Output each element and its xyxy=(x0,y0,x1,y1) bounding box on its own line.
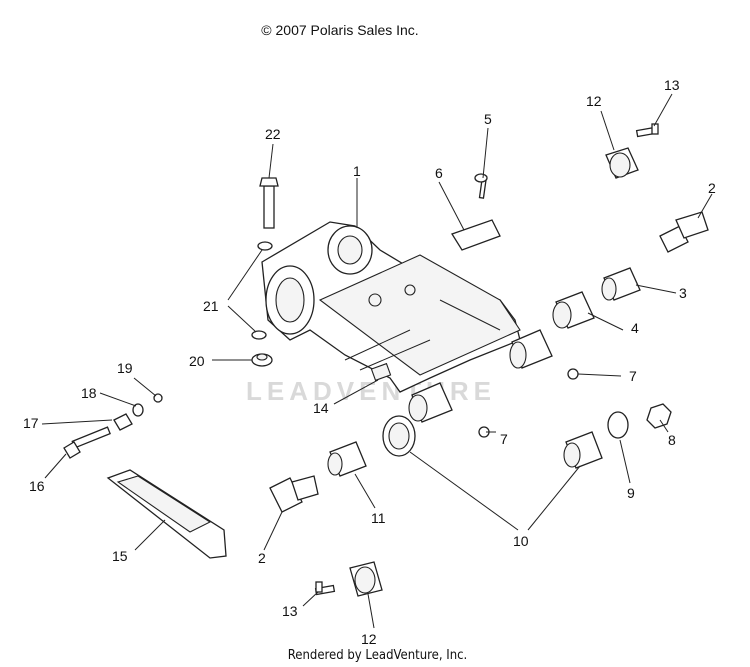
callout-10: 10 xyxy=(513,533,529,549)
leader-lines xyxy=(41,93,713,629)
callout-18: 18 xyxy=(81,385,97,401)
callout-3: 3 xyxy=(679,285,687,301)
callout-17: 17 xyxy=(23,415,39,431)
callout-7-upper: 7 xyxy=(629,368,637,384)
washer-part-18 xyxy=(132,403,144,417)
pivot-tube-upper xyxy=(509,329,553,369)
callout-8: 8 xyxy=(668,432,676,448)
callout-9: 9 xyxy=(627,485,635,501)
bushing-part-11 xyxy=(327,441,367,477)
pivot-shaft-part-2-upper xyxy=(659,211,709,253)
copyright-text: © 2007 Polaris Sales Inc. xyxy=(261,22,419,38)
bushing-part-3 xyxy=(601,267,641,301)
slider-part-15 xyxy=(106,469,227,559)
callout-labels: 1 2 2 3 4 5 6 7 7 8 9 10 11 12 12 13 13 … xyxy=(23,77,716,647)
spacer-part-17 xyxy=(113,413,133,431)
callout-1: 1 xyxy=(353,163,361,179)
callout-12-lower: 12 xyxy=(361,631,377,647)
callout-7-lower: 7 xyxy=(500,431,508,447)
washer-part-9 xyxy=(607,411,629,439)
bolt-part-13-upper xyxy=(635,123,659,138)
bearing-part-10-left xyxy=(382,415,416,457)
callout-12-upper: 12 xyxy=(586,93,602,109)
callout-16: 16 xyxy=(29,478,45,494)
bearing-part-10-right xyxy=(563,431,603,469)
callout-19: 19 xyxy=(117,360,133,376)
bolt-part-13-lower xyxy=(314,581,336,596)
nut-part-20 xyxy=(251,353,273,367)
callout-13-lower: 13 xyxy=(282,603,298,619)
washer-part-21-bottom xyxy=(251,330,267,340)
pivot-tube-lower xyxy=(408,382,453,423)
callout-5: 5 xyxy=(484,111,492,127)
callout-21: 21 xyxy=(203,298,219,314)
callout-20: 20 xyxy=(189,353,205,369)
callout-2-upper: 2 xyxy=(708,180,716,196)
watermark: LEADVENTURE xyxy=(246,376,497,406)
callout-15: 15 xyxy=(112,548,128,564)
bolt-part-16 xyxy=(63,426,111,459)
callout-11: 11 xyxy=(371,510,386,526)
flange-part-12-lower xyxy=(349,561,383,597)
plate-part-6 xyxy=(451,219,501,251)
flange-part-12-upper xyxy=(605,147,639,179)
nut-part-8 xyxy=(646,403,672,429)
callout-2-lower: 2 xyxy=(258,550,266,566)
clip-part-7-upper xyxy=(567,368,579,380)
pivot-shaft-part-2-lower xyxy=(269,475,319,513)
bolt-part-22 xyxy=(259,177,279,229)
washer-part-21-top xyxy=(257,241,273,251)
footer-rendered-by: Rendered by LeadVenture, Inc. xyxy=(287,648,468,663)
callout-4: 4 xyxy=(631,320,639,336)
bearing-part-4 xyxy=(552,291,595,329)
callout-6: 6 xyxy=(435,165,443,181)
swing-arm-frame xyxy=(261,221,521,393)
callout-13-upper: 13 xyxy=(664,77,680,93)
callout-22: 22 xyxy=(265,126,281,142)
callout-14: 14 xyxy=(313,400,329,416)
pin-part-5 xyxy=(474,173,488,199)
